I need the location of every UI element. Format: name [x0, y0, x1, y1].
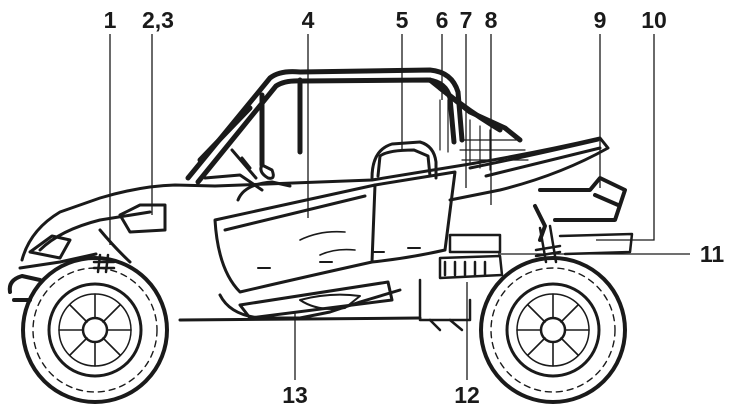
- callout-5: 5: [396, 7, 409, 33]
- front-bumper: [7, 274, 42, 302]
- cage-net: [439, 99, 529, 171]
- leader-lines: [109, 34, 690, 380]
- leader-10: [596, 34, 655, 241]
- doors: [213, 170, 457, 294]
- callout-12: 12: [454, 382, 480, 408]
- engine-area: [418, 233, 504, 332]
- rear-wheel: [479, 256, 627, 404]
- roll-cage: [185, 67, 523, 185]
- callout-7: 7: [460, 7, 473, 33]
- callout-9: 9: [594, 7, 607, 33]
- rocker-step: [178, 280, 422, 322]
- front-wheel: [21, 256, 169, 404]
- rear-shock: [534, 224, 634, 264]
- callout-6: 6: [436, 7, 449, 33]
- callout-8: 8: [485, 7, 498, 33]
- rear-bed: [533, 176, 627, 242]
- callout-1: 1: [104, 7, 117, 33]
- callout-labels: 1 2,3 4 5 6 7 8 9 10 11 12 13: [104, 7, 725, 408]
- callout-11: 11: [700, 241, 725, 267]
- callout-10: 10: [641, 7, 667, 33]
- seats: [236, 140, 438, 202]
- front-body: [18, 183, 217, 270]
- callout-13: 13: [282, 382, 308, 408]
- callout-23: 2,3: [142, 7, 174, 33]
- callout-4: 4: [302, 7, 315, 33]
